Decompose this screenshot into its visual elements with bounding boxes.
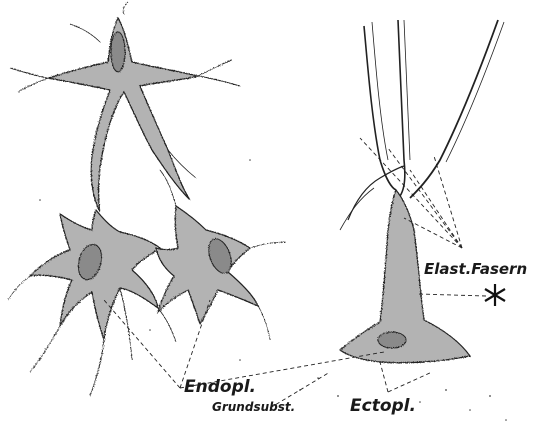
cell-top — [10, 2, 240, 212]
cell-middle — [156, 170, 286, 340]
label-elastic-fibers: Elast.Fasern — [424, 260, 527, 278]
label-ground-substance: Grundsubst. — [212, 400, 295, 414]
elastic-fibers — [340, 20, 504, 230]
label-ectoplasm: Ectopl. — [350, 396, 416, 416]
asterisk-marker — [485, 284, 505, 306]
label-endoplasm: Endopl. — [184, 377, 256, 397]
cell-left — [8, 210, 176, 396]
